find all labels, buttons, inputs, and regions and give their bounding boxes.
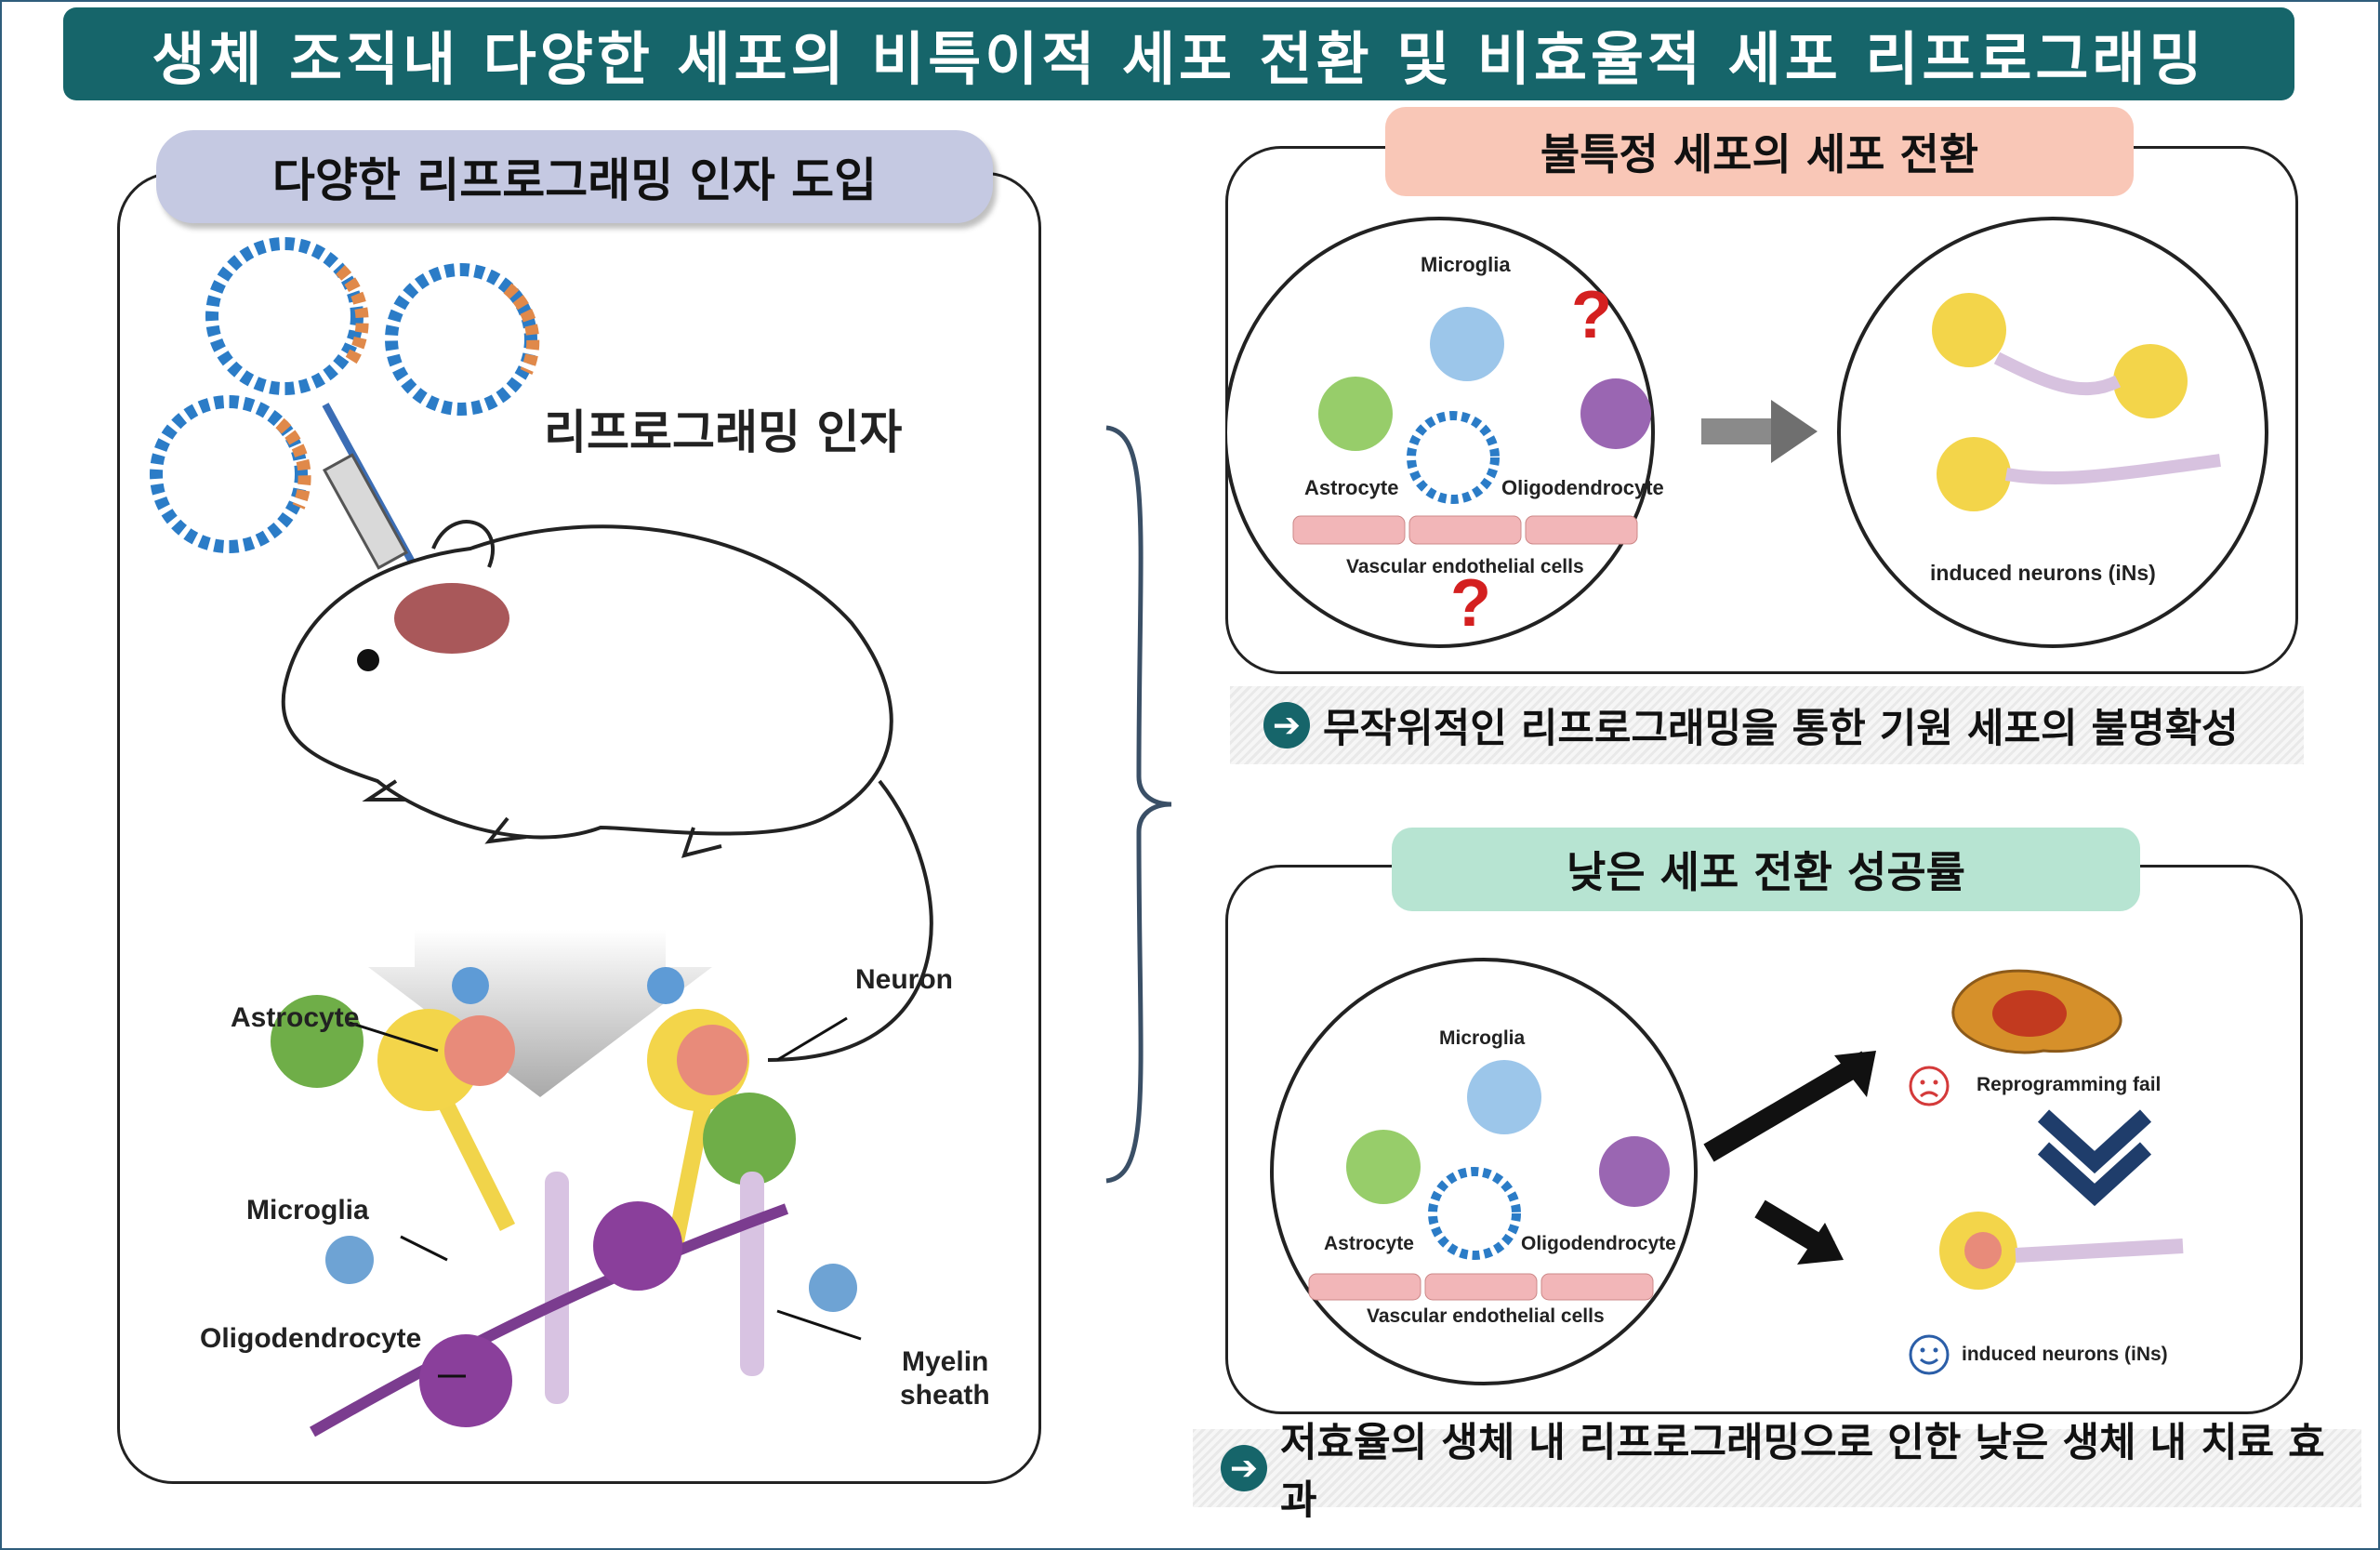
success-arrow-icon <box>1754 1199 1844 1265</box>
myelin-label-line2: sheath <box>900 1380 990 1411</box>
down-arrow-icon <box>368 930 712 1097</box>
brace-icon <box>1105 425 1172 1184</box>
source-cells <box>1292 307 1651 545</box>
top-microglia-label: Microglia <box>1421 253 1511 276</box>
bottom-vascular-label: Vascular endothelial cells <box>1367 1305 1605 1327</box>
neuron-label: Neuron <box>855 964 953 995</box>
fail-arrow-icon <box>1703 1051 1876 1162</box>
failed-cell <box>1951 969 2122 1054</box>
neuron-pointer <box>776 1016 848 1062</box>
myelin-label-line1: Myelin <box>902 1346 989 1377</box>
top-note: ➔ 무작위적인 리프로그래밍을 통한 기원 세포의 불명확성 <box>1230 686 2304 764</box>
question-mark-icon: ? <box>1450 566 1491 641</box>
bottom-microglia-label: Microglia <box>1439 1027 1526 1049</box>
bottom-right-header: 낮은 세포 전환 성공률 <box>1392 828 2140 911</box>
left-illustration <box>150 237 933 1437</box>
top-astrocyte-label: Astrocyte <box>1304 476 1399 499</box>
astrocyte-label: Astrocyte <box>231 1002 360 1033</box>
double-chevron-down-icon <box>2037 1109 2152 1207</box>
myelin-pointer <box>776 1309 862 1341</box>
bottom-oligodendrocyte-label: Oligodendrocyte <box>1521 1233 1676 1254</box>
induced-neuron-cell <box>1939 1212 2184 1290</box>
left-panel-header: 다양한 리프로그래밍 인자 도입 <box>156 130 993 223</box>
bottom-right-diagram <box>1270 958 2184 1385</box>
arrow-right-circle-icon: ➔ <box>1221 1445 1267 1491</box>
top-right-header: 불특정 세포의 세포 전환 <box>1385 107 2134 196</box>
syringe-icon <box>322 403 428 586</box>
happy-face-icon <box>1909 1334 1950 1375</box>
plasmid-icon <box>205 237 369 395</box>
question-mark-icon: ? <box>1571 278 1612 352</box>
top-note-text: 무작위적인 리프로그래밍을 통한 기원 세포의 불명확성 <box>1323 706 2239 752</box>
conversion-arrow-icon <box>1701 400 1818 463</box>
induced-neurons <box>1932 293 2221 511</box>
sad-face-icon <box>1909 1066 1950 1106</box>
arrow-right-circle-icon: ➔ <box>1263 702 1310 749</box>
astrocyte-pointer <box>349 1021 439 1053</box>
microglia-label: Microglia <box>246 1195 369 1225</box>
tissue-cells <box>271 967 857 1437</box>
top-result-label: induced neurons (iNs) <box>1930 561 2156 585</box>
brain-icon <box>394 583 509 654</box>
bottom-note-text: 저효율의 생체 내 리프로그래밍으로 인한 낮은 생체 내 치료 효과 <box>1279 1420 2325 1524</box>
oligodendrocyte-label: Oligodendrocyte <box>200 1323 422 1354</box>
microglia-pointer <box>400 1235 448 1262</box>
plasmid-icon <box>150 395 311 553</box>
top-vascular-label: Vascular endothelial cells <box>1346 556 1584 577</box>
success-label: induced neurons (iNs) <box>1962 1344 2168 1365</box>
top-oligodendrocyte-label: Oligodendrocyte <box>1501 476 1664 499</box>
bottom-astrocyte-label: Astrocyte <box>1324 1233 1414 1254</box>
bottom-note: ➔ 저효율의 생체 내 리프로그래밍으로 인한 낮은 생체 내 치료 효과 <box>1193 1420 2361 1524</box>
mouse-eye <box>357 649 379 671</box>
fail-label: Reprogramming fail <box>1977 1074 2162 1095</box>
plasmid-icon <box>385 263 540 416</box>
factor-label: 리프로그래밍 인자 <box>544 405 903 459</box>
source-cells <box>1308 1060 1670 1301</box>
main-title: 생체 조직내 다양한 세포의 비특이적 세포 전환 및 비효율적 세포 리프로그… <box>63 7 2294 100</box>
top-right-diagram <box>1225 217 2268 648</box>
